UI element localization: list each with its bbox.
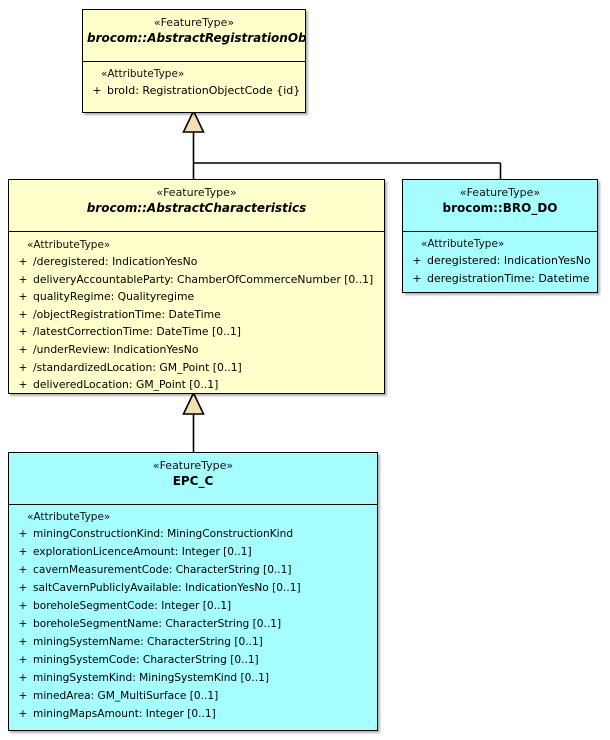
attribute-visibility: + bbox=[18, 307, 28, 321]
class-stereotype: «FeatureType» bbox=[156, 186, 237, 199]
attribute-visibility: + bbox=[18, 582, 28, 594]
attribute-visibility: + bbox=[18, 360, 28, 374]
class-box-bro-do[interactable]: «FeatureType» brocom::BRO_DO «AttributeT… bbox=[402, 179, 598, 293]
attribute-text: miningSystemCode: CharacterString [0..1] bbox=[33, 654, 259, 666]
attribute-text: cavernMeasurementCode: CharacterString [… bbox=[33, 564, 292, 576]
attribute-row: + /standardizedLocation: GM_Point [0..1] bbox=[13, 359, 380, 377]
class-box-abstract-registration-object[interactable]: «FeatureType» brocom::AbstractRegistrati… bbox=[82, 9, 306, 113]
attribute-visibility: + bbox=[18, 528, 28, 540]
attribute-row: + deliveryAccountableParty: ChamberOfCom… bbox=[13, 271, 380, 289]
attribute-text: /deregistered: IndicationYesNo bbox=[33, 255, 198, 268]
attribute-text: /latestCorrectionTime: DateTime [0..1] bbox=[33, 325, 242, 339]
attribute-visibility: + bbox=[412, 254, 422, 267]
attribute-compartment-stereotype: «AttributeType» bbox=[101, 68, 185, 80]
attribute-text: boreholeSegmentName: CharacterString [0.… bbox=[33, 618, 282, 630]
attribute-row: + minedArea: GM_MultiSurface [0..1] bbox=[13, 687, 373, 705]
attribute-text: miningMapsAmount: Integer [0..1] bbox=[33, 708, 216, 720]
class-box-epc-c[interactable]: «FeatureType» EPC_C «AttributeType» + mi… bbox=[8, 452, 378, 731]
attribute-row: + saltCavernPubliclyAvailable: Indicatio… bbox=[13, 579, 373, 597]
attribute-visibility: + bbox=[18, 272, 28, 286]
attribute-visibility: + bbox=[18, 325, 28, 339]
attribute-row: + /underReview: IndicationYesNo bbox=[13, 341, 380, 359]
attribute-row: + /objectRegistrationTime: DateTime bbox=[13, 306, 380, 324]
attribute-row: + explorationLicenceAmount: Integer [0..… bbox=[13, 543, 373, 561]
attribute-visibility: + bbox=[18, 564, 28, 576]
attribute-visibility: + bbox=[18, 342, 28, 356]
attribute-compartment-stereotype: «AttributeType» bbox=[27, 239, 111, 251]
class-box-abstract-characteristics[interactable]: «FeatureType» brocom::AbstractCharacteri… bbox=[8, 179, 385, 394]
class-name: brocom::BRO_DO bbox=[442, 201, 558, 215]
class-header: «FeatureType» brocom::AbstractCharacteri… bbox=[9, 180, 384, 232]
attribute-visibility: + bbox=[18, 290, 28, 304]
generalization-to-abstract-characteristics bbox=[182, 391, 205, 452]
attribute-text: deliveredLocation: GM_Point [0..1] bbox=[33, 378, 219, 392]
attribute-text: /standardizedLocation: GM_Point [0..1] bbox=[33, 360, 242, 374]
attribute-row: + miningSystemName: CharacterString [0..… bbox=[13, 633, 373, 651]
attribute-visibility: + bbox=[18, 618, 28, 630]
attribute-compartment: «AttributeType» + broId: RegistrationObj… bbox=[83, 62, 305, 105]
attribute-compartment: «AttributeType» + deregistered: Indicati… bbox=[403, 232, 597, 292]
attribute-visibility: + bbox=[18, 672, 28, 684]
attribute-visibility: + bbox=[18, 708, 28, 720]
attribute-row: + miningSystemKind: MiningSystemKind [0.… bbox=[13, 669, 373, 687]
attribute-compartment: «AttributeType» + miningConstructionKind… bbox=[9, 505, 377, 728]
attribute-visibility: + bbox=[92, 84, 102, 97]
attribute-visibility: + bbox=[412, 272, 422, 285]
class-name: brocom::AbstractRegistrationObject bbox=[87, 31, 306, 45]
attribute-visibility: + bbox=[18, 546, 28, 558]
attribute-visibility: + bbox=[18, 654, 28, 666]
attribute-text: qualityRegime: Qualityregime bbox=[33, 290, 195, 304]
attribute-row: + deregistrationTime: Datetime bbox=[407, 270, 593, 288]
attribute-visibility: + bbox=[18, 378, 28, 392]
class-stereotype: «FeatureType» bbox=[459, 186, 541, 199]
class-stereotype: «FeatureType» bbox=[152, 459, 234, 472]
attribute-compartment-stereotype: «AttributeType» bbox=[421, 238, 505, 250]
class-header: «FeatureType» brocom::BRO_DO bbox=[403, 180, 597, 232]
class-header: «FeatureType» brocom::AbstractRegistrati… bbox=[83, 10, 305, 62]
generalization-arrowhead bbox=[182, 391, 205, 415]
attribute-visibility: + bbox=[18, 255, 28, 268]
attribute-row: + boreholeSegmentName: CharacterString [… bbox=[13, 615, 373, 633]
attribute-row: + /deregistered: IndicationYesNo bbox=[13, 253, 380, 271]
attribute-row: + qualityRegime: Qualityregime bbox=[13, 288, 380, 306]
attribute-text: deliveryAccountableParty: ChamberOfComme… bbox=[33, 272, 374, 286]
attribute-text: deregistrationTime: Datetime bbox=[427, 272, 590, 285]
attribute-row: + deliveredLocation: GM_Point [0..1] bbox=[13, 376, 380, 393]
attribute-text: miningSystemKind: MiningSystemKind [0..1… bbox=[33, 672, 269, 684]
attribute-text: minedArea: GM_MultiSurface [0..1] bbox=[33, 690, 219, 702]
class-header: «FeatureType» EPC_C bbox=[9, 453, 377, 505]
attribute-row: + deregistered: IndicationYesNo bbox=[407, 252, 593, 270]
attribute-row: + broId: RegistrationObjectCode {id} bbox=[87, 82, 301, 100]
attribute-row: + boreholeSegmentCode: Integer [0..1] bbox=[13, 597, 373, 615]
attribute-text: /underReview: IndicationYesNo bbox=[33, 342, 199, 356]
attribute-row: + /latestCorrectionTime: DateTime [0..1] bbox=[13, 323, 380, 341]
attribute-text: miningSystemName: CharacterString [0..1] bbox=[33, 636, 263, 648]
attribute-text: deregistered: IndicationYesNo bbox=[427, 254, 591, 267]
attribute-row: + cavernMeasurementCode: CharacterString… bbox=[13, 561, 373, 579]
class-name: EPC_C bbox=[172, 474, 214, 488]
attribute-visibility: + bbox=[18, 690, 28, 702]
attribute-text: boreholeSegmentCode: Integer [0..1] bbox=[33, 600, 232, 612]
attribute-row: + miningMapsAmount: Integer [0..1] bbox=[13, 705, 373, 723]
attribute-row: + miningSystemCode: CharacterString [0..… bbox=[13, 651, 373, 669]
attribute-text: /objectRegistrationTime: DateTime bbox=[33, 307, 221, 321]
attribute-text: explorationLicenceAmount: Integer [0..1] bbox=[33, 546, 252, 558]
attribute-text: saltCavernPubliclyAvailable: IndicationY… bbox=[33, 582, 301, 594]
generalization-to-registration-object bbox=[182, 109, 502, 179]
attribute-text: miningConstructionKind: MiningConstructi… bbox=[33, 528, 294, 540]
class-stereotype: «FeatureType» bbox=[153, 16, 235, 29]
attribute-compartment: «AttributeType» + /deregistered: Indicat… bbox=[9, 232, 384, 393]
attribute-visibility: + bbox=[18, 636, 28, 648]
attribute-visibility: + bbox=[18, 600, 28, 612]
attribute-text: broId: RegistrationObjectCode {id} bbox=[107, 84, 301, 97]
generalization-arrowhead bbox=[182, 109, 205, 133]
class-name: brocom::AbstractCharacteristics bbox=[86, 201, 307, 215]
attribute-compartment-stereotype: «AttributeType» bbox=[27, 511, 111, 523]
attribute-row: + miningConstructionKind: MiningConstruc… bbox=[13, 525, 373, 543]
